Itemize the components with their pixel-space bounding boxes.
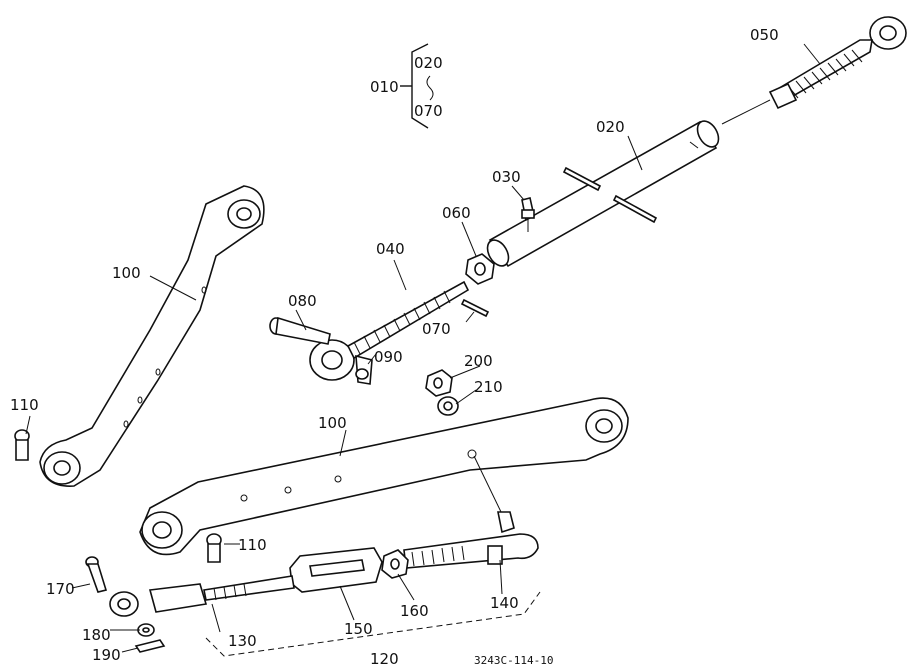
label-120: 120 [370, 650, 399, 668]
part-040-eye-bolt [309, 280, 470, 381]
label-100-upper: 100 [112, 264, 141, 282]
label-200: 200 [464, 352, 493, 370]
part-080-pin [269, 316, 331, 345]
label-140: 140 [490, 594, 519, 612]
part-140-hook-bolt [403, 511, 539, 569]
label-090: 090 [374, 348, 403, 366]
part-090-clip [355, 354, 373, 385]
part-060-nut [465, 253, 495, 285]
label-110-lower: 110 [238, 536, 267, 554]
part-200-nut [425, 369, 453, 397]
label-130: 130 [228, 632, 257, 650]
part-110-pin-lower [206, 533, 222, 563]
part-030-grease-nipple [521, 197, 535, 232]
part-150-turnbuckle [289, 547, 383, 593]
part-190-clip [134, 639, 166, 653]
label-080: 080 [288, 292, 317, 310]
label-150: 150 [344, 620, 373, 638]
part-110-pin-upper [14, 429, 30, 461]
part-050-eye-rod [768, 16, 907, 110]
label-110-upper: 110 [10, 396, 39, 414]
label-030: 030 [492, 168, 521, 186]
leader-lines [25, 43, 821, 653]
part-020-tube [486, 120, 720, 268]
label-050: 050 [750, 26, 779, 44]
part-070-pin [460, 298, 490, 318]
part-100-link-arm-lower [139, 397, 629, 556]
group-bracket-010 [400, 43, 434, 129]
part-210-washer [437, 396, 459, 416]
label-210: 210 [474, 378, 503, 396]
group-line-120 [205, 591, 541, 657]
label-100-lower: 100 [318, 414, 347, 432]
part-170-pin [85, 556, 108, 593]
label-020-group: 020 [414, 54, 443, 72]
label-070: 070 [422, 320, 451, 338]
drawing-code: 3243C-114-10 [474, 654, 553, 667]
label-010: 010 [370, 78, 399, 96]
label-160: 160 [400, 602, 429, 620]
part-130-clevis-rod [109, 575, 295, 617]
part-100-link-arm-left [39, 185, 265, 487]
label-170: 170 [46, 580, 75, 598]
label-040: 040 [376, 240, 405, 258]
label-060: 060 [442, 204, 471, 222]
part-180-washer [137, 623, 155, 637]
label-020: 020 [596, 118, 625, 136]
part-160-lock-nut [381, 549, 409, 579]
label-180: 180 [82, 626, 111, 644]
label-190: 190 [92, 646, 121, 664]
label-070-group: 070 [414, 102, 443, 120]
